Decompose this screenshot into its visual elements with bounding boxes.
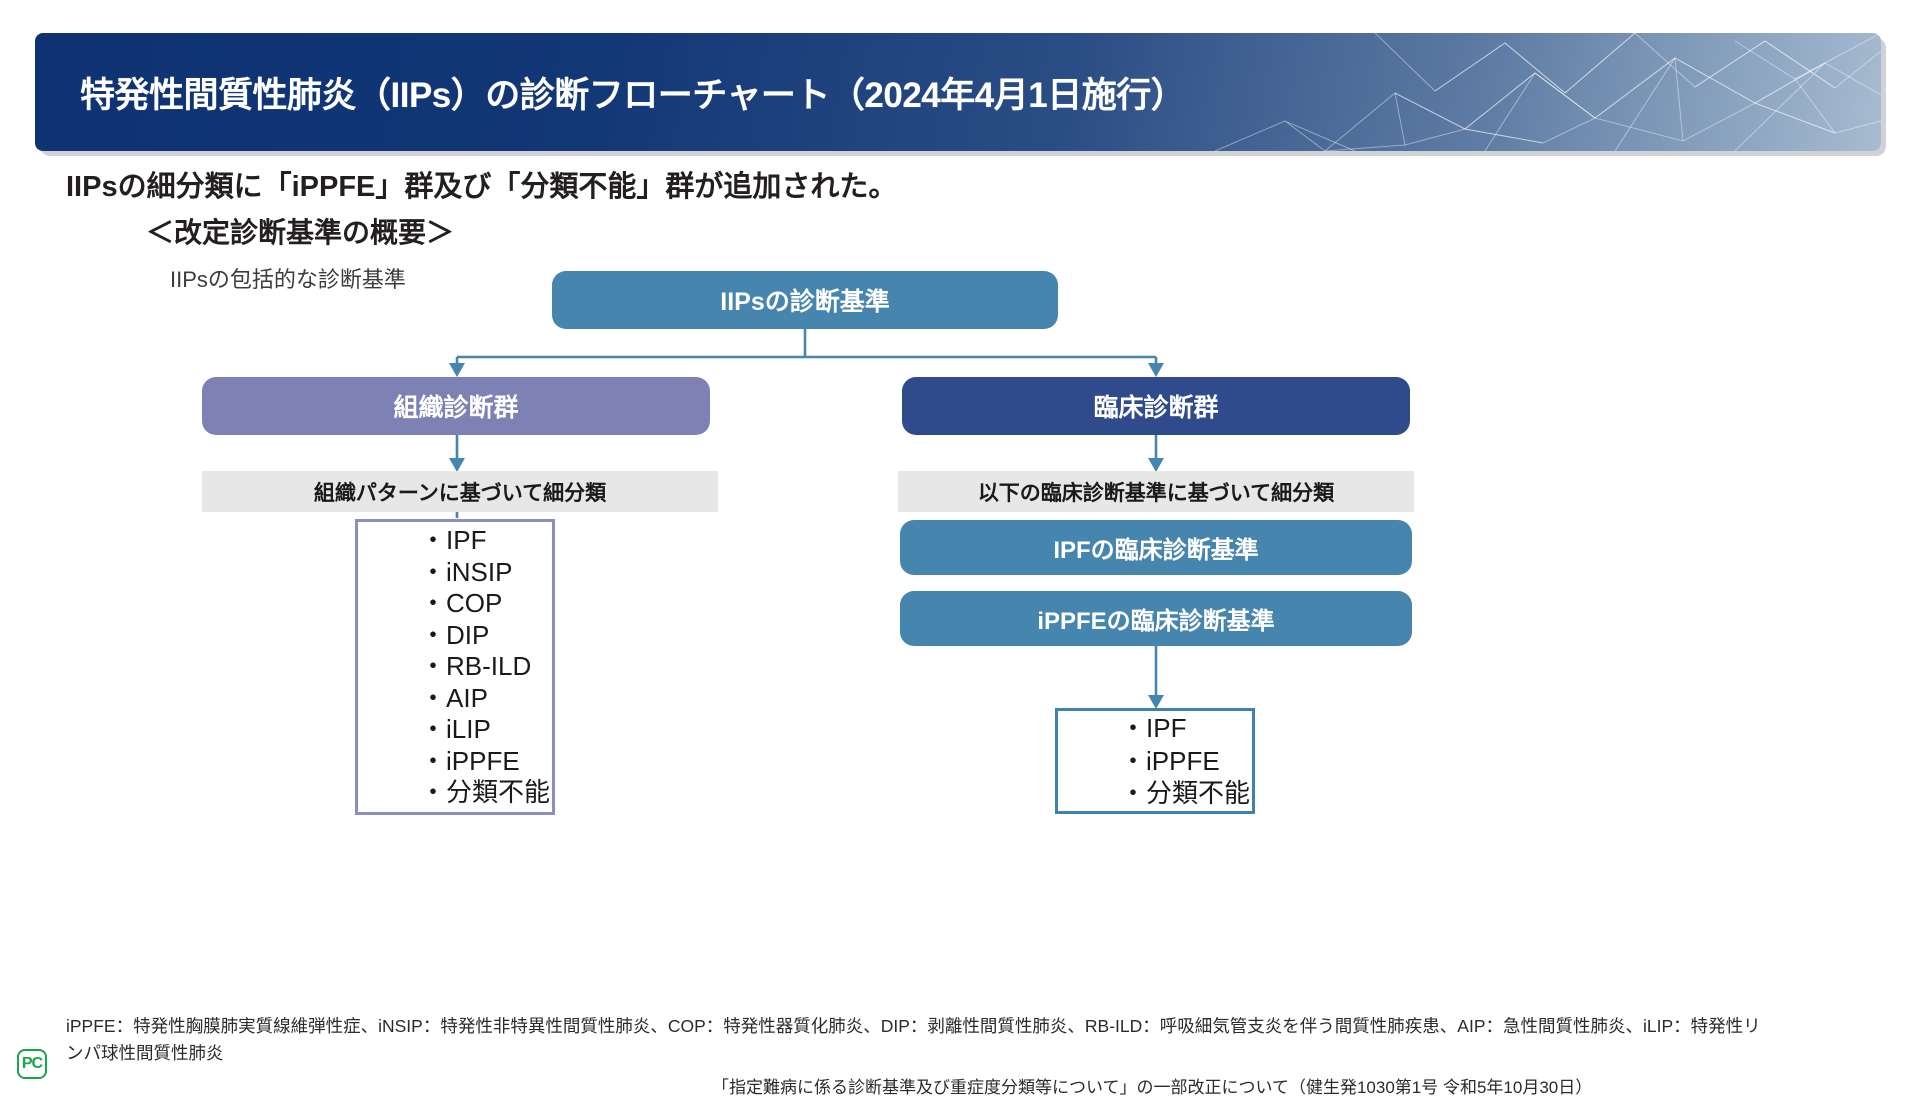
title-banner: 特発性間質性肺炎（IIPs）の診断フローチャート（2024年4月1日施行） [35, 33, 1881, 151]
lead-subnote: IIPsの包括的な診断基準 [170, 267, 406, 292]
lead-headline: IIPsの細分類に「iPPFE」群及び「分類不能」群が追加された。 [66, 171, 898, 203]
list-item: ・DIP [420, 619, 490, 650]
list-item: ・COP [420, 588, 503, 619]
list-item: ・IPF [420, 525, 487, 556]
list-item: ・分類不能 [1120, 778, 1251, 809]
list-item: ・RB-ILD [420, 651, 532, 682]
flow-box-tissue-group[interactable]: 組織診断群 [202, 377, 710, 435]
flow-box-clinical-group[interactable]: 臨床診断群 [902, 377, 1410, 435]
list-item: ・iLIP [420, 714, 491, 745]
banner-title: 特発性間質性肺炎（IIPs）の診断フローチャート（2024年4月1日施行） [80, 75, 1186, 115]
flow-box-ipf-clinical-criteria[interactable]: IPFの臨床診断基準 [900, 520, 1412, 575]
criteria-bar-tissue: 組織パターンに基づいて細分類 [202, 471, 718, 512]
criteria-bar-clinical: 以下の臨床診断基準に基づいて細分類 [898, 471, 1414, 512]
list-item: ・IPF [1120, 713, 1187, 744]
network-pattern-icon [1214, 33, 1881, 151]
list-item: ・分類不能 [420, 777, 551, 808]
outcome-list-clinical: ・IPF ・iPPFE ・分類不能 [1055, 708, 1255, 814]
footnote-abbreviations: iPPFE：特発性胸膜肺実質線維弾性症、iNSIP：特発性非特異性間質性肺炎、C… [66, 1016, 1761, 1064]
list-item: ・AIP [420, 682, 488, 713]
outcome-list-tissue: ・IPF ・iNSIP ・COP ・DIP ・RB-ILD ・AIP ・iLIP… [355, 519, 555, 815]
list-item: ・iPPFE [420, 745, 520, 776]
flow-box-root[interactable]: IIPsの診断基準 [552, 271, 1058, 329]
footnote-source: 「指定難病に係る診断基準及び重症度分類等について」の一部改正について（健生発10… [712, 1078, 1593, 1097]
lead-subhead: ＜改定診断基準の概要＞ [146, 217, 455, 248]
list-item: ・iNSIP [420, 556, 513, 587]
pc-logo-icon: PC [17, 1049, 47, 1079]
flow-box-ippfe-clinical-criteria[interactable]: iPPFEの臨床診断基準 [900, 591, 1412, 646]
list-item: ・iPPFE [1120, 745, 1220, 776]
